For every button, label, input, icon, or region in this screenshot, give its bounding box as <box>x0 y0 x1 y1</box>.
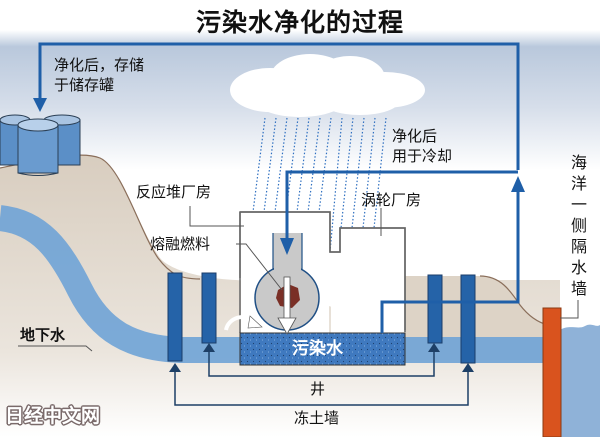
cloud <box>230 54 425 117</box>
label-storage-line1: 净化后，存储 <box>54 56 145 74</box>
well-right <box>427 274 443 344</box>
label-cooling-line1: 净化后 <box>392 127 438 145</box>
sea-wall-char: 海 <box>570 153 587 172</box>
sea-side-wall <box>542 307 562 437</box>
sea <box>560 324 600 437</box>
sea-wall-char: 洋 <box>570 174 587 193</box>
sea-wall-char: 墙 <box>570 279 587 298</box>
label-cooling-line2: 用于冷却 <box>392 147 453 165</box>
purification-flow-lines <box>38 42 520 333</box>
sea-wall-leader <box>560 300 579 319</box>
rain-line <box>329 117 343 253</box>
right-slope-outline <box>479 275 549 326</box>
groundwater-channel <box>0 205 545 363</box>
label-reactor-building: 反应堆厂房 <box>136 183 212 201</box>
label-contaminated-water: 污染水 <box>292 339 343 359</box>
label-well: 井 <box>310 380 326 398</box>
rain-line <box>373 117 387 229</box>
diagram-title: 污染水净化的过程 <box>195 8 404 37</box>
turbine-interior <box>331 253 404 333</box>
well-arrow-heads <box>169 343 474 372</box>
turbine-interior-top <box>341 229 404 254</box>
rain-line <box>362 117 376 229</box>
contaminated-water-basin[interactable] <box>239 332 406 366</box>
label-storage-line2: 于储存罐 <box>54 76 115 94</box>
leak-arrow-icon <box>277 276 297 335</box>
label-turbine-building: 涡轮厂房 <box>361 191 422 209</box>
flow-arrow-heads <box>33 98 525 255</box>
leader-lines <box>18 206 382 352</box>
sea-wall-char: 隔 <box>570 237 587 256</box>
label-frozen-wall: 冻土墙 <box>294 409 340 427</box>
rain-line <box>351 117 365 229</box>
rain-lines <box>252 117 387 253</box>
sea-wall-char: 水 <box>570 258 587 277</box>
storage-tanks <box>0 114 81 176</box>
rain-line <box>340 117 354 229</box>
sea-wall-char: 一 <box>570 195 587 214</box>
well-left <box>201 272 217 344</box>
frozen-wall-right <box>460 274 476 364</box>
watermark-logo: 日经中文网 <box>5 405 101 427</box>
label-sea-side-wall: 海 洋 一 侧 隔 水 墙 <box>570 152 588 299</box>
frozen-wall-left <box>167 272 183 362</box>
label-melted-fuel: 熔融燃料 <box>150 235 211 253</box>
well-pump-lines <box>174 352 469 406</box>
sea-wall-char: 侧 <box>570 216 587 235</box>
label-groundwater: 地下水 <box>20 326 66 344</box>
